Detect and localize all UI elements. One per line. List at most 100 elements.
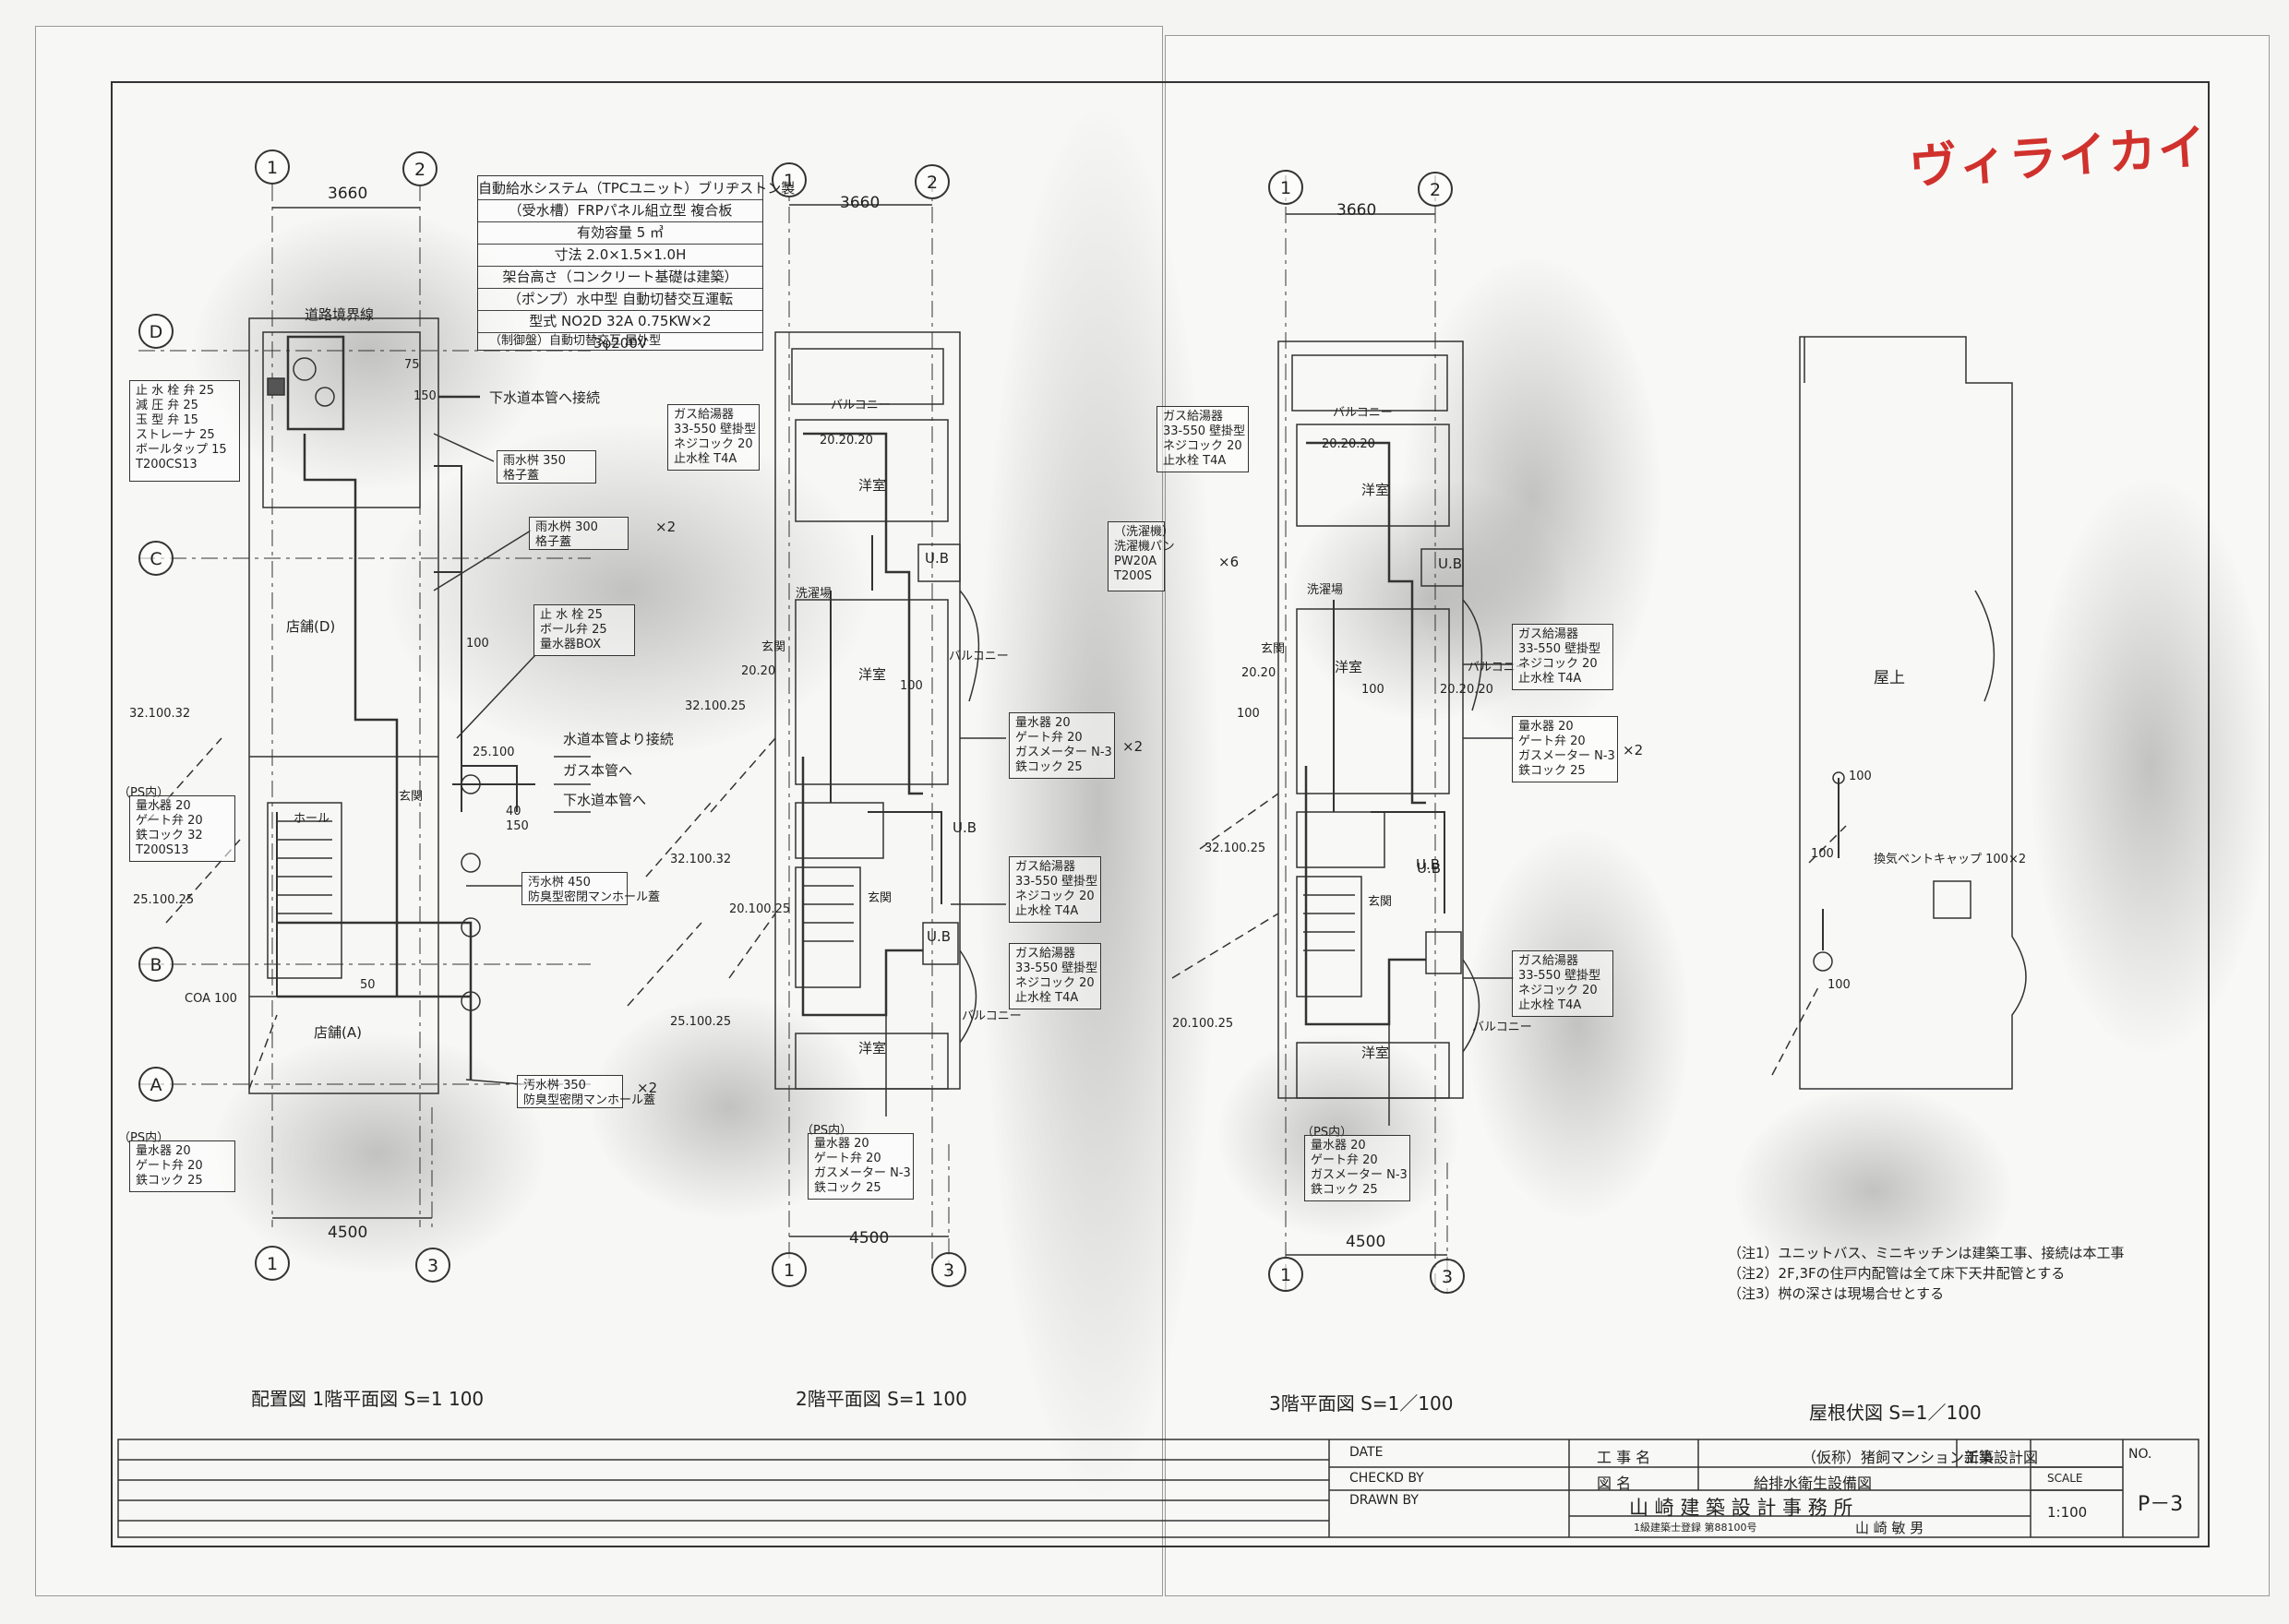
dimension-label: 4500 [849, 1229, 890, 1248]
ps-box-1f: 量水器 20 ゲート弁 20 鉄コック 32 T200S13 [129, 795, 235, 862]
room-label: 洋室 [858, 666, 887, 683]
room-label: 玄関 [1368, 895, 1393, 909]
grid-bubble-C: C [138, 541, 174, 576]
pipe-size: 40 [506, 805, 521, 818]
box-row: 洗濯機パン [1114, 540, 1175, 554]
box-row: 鉄コック 32 [136, 829, 203, 842]
note-line: （注3）桝の深さは現場合せとする [1728, 1285, 1945, 1302]
box-row: ガスメーター N-3 [1015, 746, 1112, 759]
washer-box: （洗濯機） 洗濯機パン PW20A T200S [1108, 521, 1175, 591]
box-row: 量水器 20 [1311, 1139, 1366, 1152]
box-row: ゲート弁 20 [1518, 734, 1586, 748]
room-label: 玄関 [1261, 642, 1286, 656]
box-row: ネジコック 20 [1163, 439, 1242, 453]
room-label: 洗濯場 [1307, 583, 1344, 597]
box-row: T200S [1114, 569, 1153, 583]
pipe-size: 150 [413, 389, 437, 403]
room-label: 店舗(A) [314, 1024, 362, 1041]
box-row: ガス給湯器 [1163, 410, 1224, 424]
box-row: ガスメーター N-3 [1518, 749, 1615, 763]
sewage-pit-450: 汚水桝 450 防臭型密閉マンホール蓋 [521, 872, 661, 905]
pipe-size: 100 [1828, 978, 1851, 992]
pipe-size: 20.20 [1241, 666, 1276, 680]
pipe-size: 25.100.25 [670, 1015, 732, 1029]
drawing-border [111, 81, 2210, 1547]
box-row: 量水器 20 [1015, 716, 1071, 730]
pipe-size: 100 [1361, 683, 1384, 697]
connection-label: 水道本管より接続 [563, 731, 674, 747]
box-row: （洗濯機） [1114, 525, 1175, 539]
box-row: T200S13 [136, 843, 189, 857]
dimension-label: 3660 [328, 185, 368, 203]
grid-bubble-1: 1 [772, 1252, 807, 1287]
box-row: 防臭型密閉マンホール蓋 [528, 890, 661, 904]
gas-heater-box-3f-bottom: ガス給湯器 33-550 壁掛型 ネジコック 20 止水栓 T4A [1512, 950, 1613, 1017]
grid-bubble-2: 2 [402, 151, 437, 186]
room-label: U.B [1416, 856, 1441, 873]
multiplier-label: ×2 [655, 519, 677, 535]
tb-checked-label: CHECKD BY [1349, 1471, 1424, 1486]
box-row: 雨水桝 300 [535, 520, 598, 534]
grid-bubble-1: 1 [1268, 1257, 1303, 1292]
right-page [1165, 35, 2270, 1596]
multiplier-label: ×2 [1623, 742, 1644, 758]
box-row: ゲート弁 20 [814, 1152, 881, 1165]
box-row: 止水栓 T4A [1163, 454, 1227, 468]
room-label: 屋上 [1874, 669, 1905, 687]
box-row: 量水器 20 [814, 1137, 869, 1151]
room-label: U.B [1417, 860, 1442, 877]
meter-box-1f: 止 水 栓 弁 25 減 圧 弁 25 玉 型 弁 15 ストレーナ 25 ボー… [129, 380, 240, 482]
box-row: PW20A [1114, 555, 1157, 568]
tb-date-label: DATE [1349, 1445, 1384, 1460]
box-row: 止 水 栓 弁 25 [136, 384, 215, 398]
box-row: 33-550 壁掛型 [1518, 642, 1601, 656]
gas-heater-box-3f-mid: ガス給湯器 33-550 壁掛型 ネジコック 20 止水栓 T4A [1512, 624, 1613, 690]
water-system-spec-table: 自動給水システム（TPCユニット）ブリヂストン製 （受水槽）FRPパネル組立型 … [477, 175, 795, 352]
room-label: U.B [927, 928, 952, 945]
ps-box-a: 量水器 20 ゲート弁 20 鉄コック 25 [129, 1140, 235, 1192]
box-row: ガス給湯器 [1518, 954, 1579, 968]
grid-bubble-1: 1 [1268, 170, 1303, 205]
box-row: 止水栓 T4A [1015, 991, 1079, 1005]
box-row: 量水器BOX [540, 638, 601, 651]
tb-no-label: NO. [2128, 1447, 2152, 1462]
tb-drawing-name: 給排水衛生設備図 [1754, 1475, 1873, 1492]
room-label: バルコニー [831, 399, 891, 412]
room-label: 洋室 [1361, 1045, 1390, 1061]
dimension-label: 3660 [840, 194, 881, 212]
room-label: 玄関 [868, 891, 893, 905]
box-row: 33-550 壁掛型 [1015, 875, 1098, 889]
room-label: U.B [953, 819, 977, 836]
pipe-size: 100 [1237, 707, 1260, 721]
room-label: 洋室 [858, 1040, 887, 1057]
grid-bubble-B: B [138, 947, 174, 982]
pipe-size: 20.100.25 [1172, 1017, 1234, 1031]
room-label: バルコニー [1333, 406, 1393, 420]
pipe-size: 75 [404, 358, 420, 372]
spec-row: 型式 NO2D 32A 0.75KW×2 [478, 311, 762, 333]
room-label: バルコニー [949, 650, 1009, 663]
box-row: 33-550 壁掛型 [1518, 969, 1601, 983]
pipe-size: 25.100 [473, 746, 515, 759]
room-label: U.B [1438, 555, 1463, 572]
box-row: 止水栓 T4A [674, 452, 737, 466]
box-row: ゲート弁 20 [136, 814, 203, 828]
ps-box-3f: 量水器 20 ゲート弁 20 ガスメーター N-3 鉄コック 25 [1512, 716, 1618, 782]
room-label: 洋室 [858, 477, 887, 494]
grid-bubble-3: 3 [931, 1252, 966, 1287]
multiplier-label: ×2 [1122, 738, 1144, 755]
dimension-label: 3660 [1336, 201, 1377, 220]
valve-box: 止 水 栓 25 ボール弁 25 量水器BOX [533, 604, 635, 656]
dimension-label: 4500 [328, 1224, 368, 1242]
box-row: ボール弁 25 [540, 623, 607, 637]
box-row: ボールタップ 15 [136, 443, 227, 457]
spec-row: 寸法 2.0×1.5×1.0H [478, 245, 762, 267]
note-line: （注1）ユニットバス、ミニキッチンは建築工事、接続は本工事 [1728, 1245, 2125, 1261]
tb-drawn-label: DRAWN BY [1349, 1493, 1419, 1508]
grid-bubble-3: 3 [1430, 1259, 1465, 1294]
note-line: （注2）2F,3Fの住戸内配管は全て床下天井配管とする [1728, 1265, 2066, 1282]
grid-bubble-D: D [138, 314, 174, 349]
ps-box-3f-bottom: 量水器 20 ゲート弁 20 ガスメーター N-3 鉄コック 25 [1304, 1135, 1410, 1201]
box-row: ネジコック 20 [674, 437, 753, 451]
box-row: 止水栓 T4A [1518, 998, 1582, 1012]
